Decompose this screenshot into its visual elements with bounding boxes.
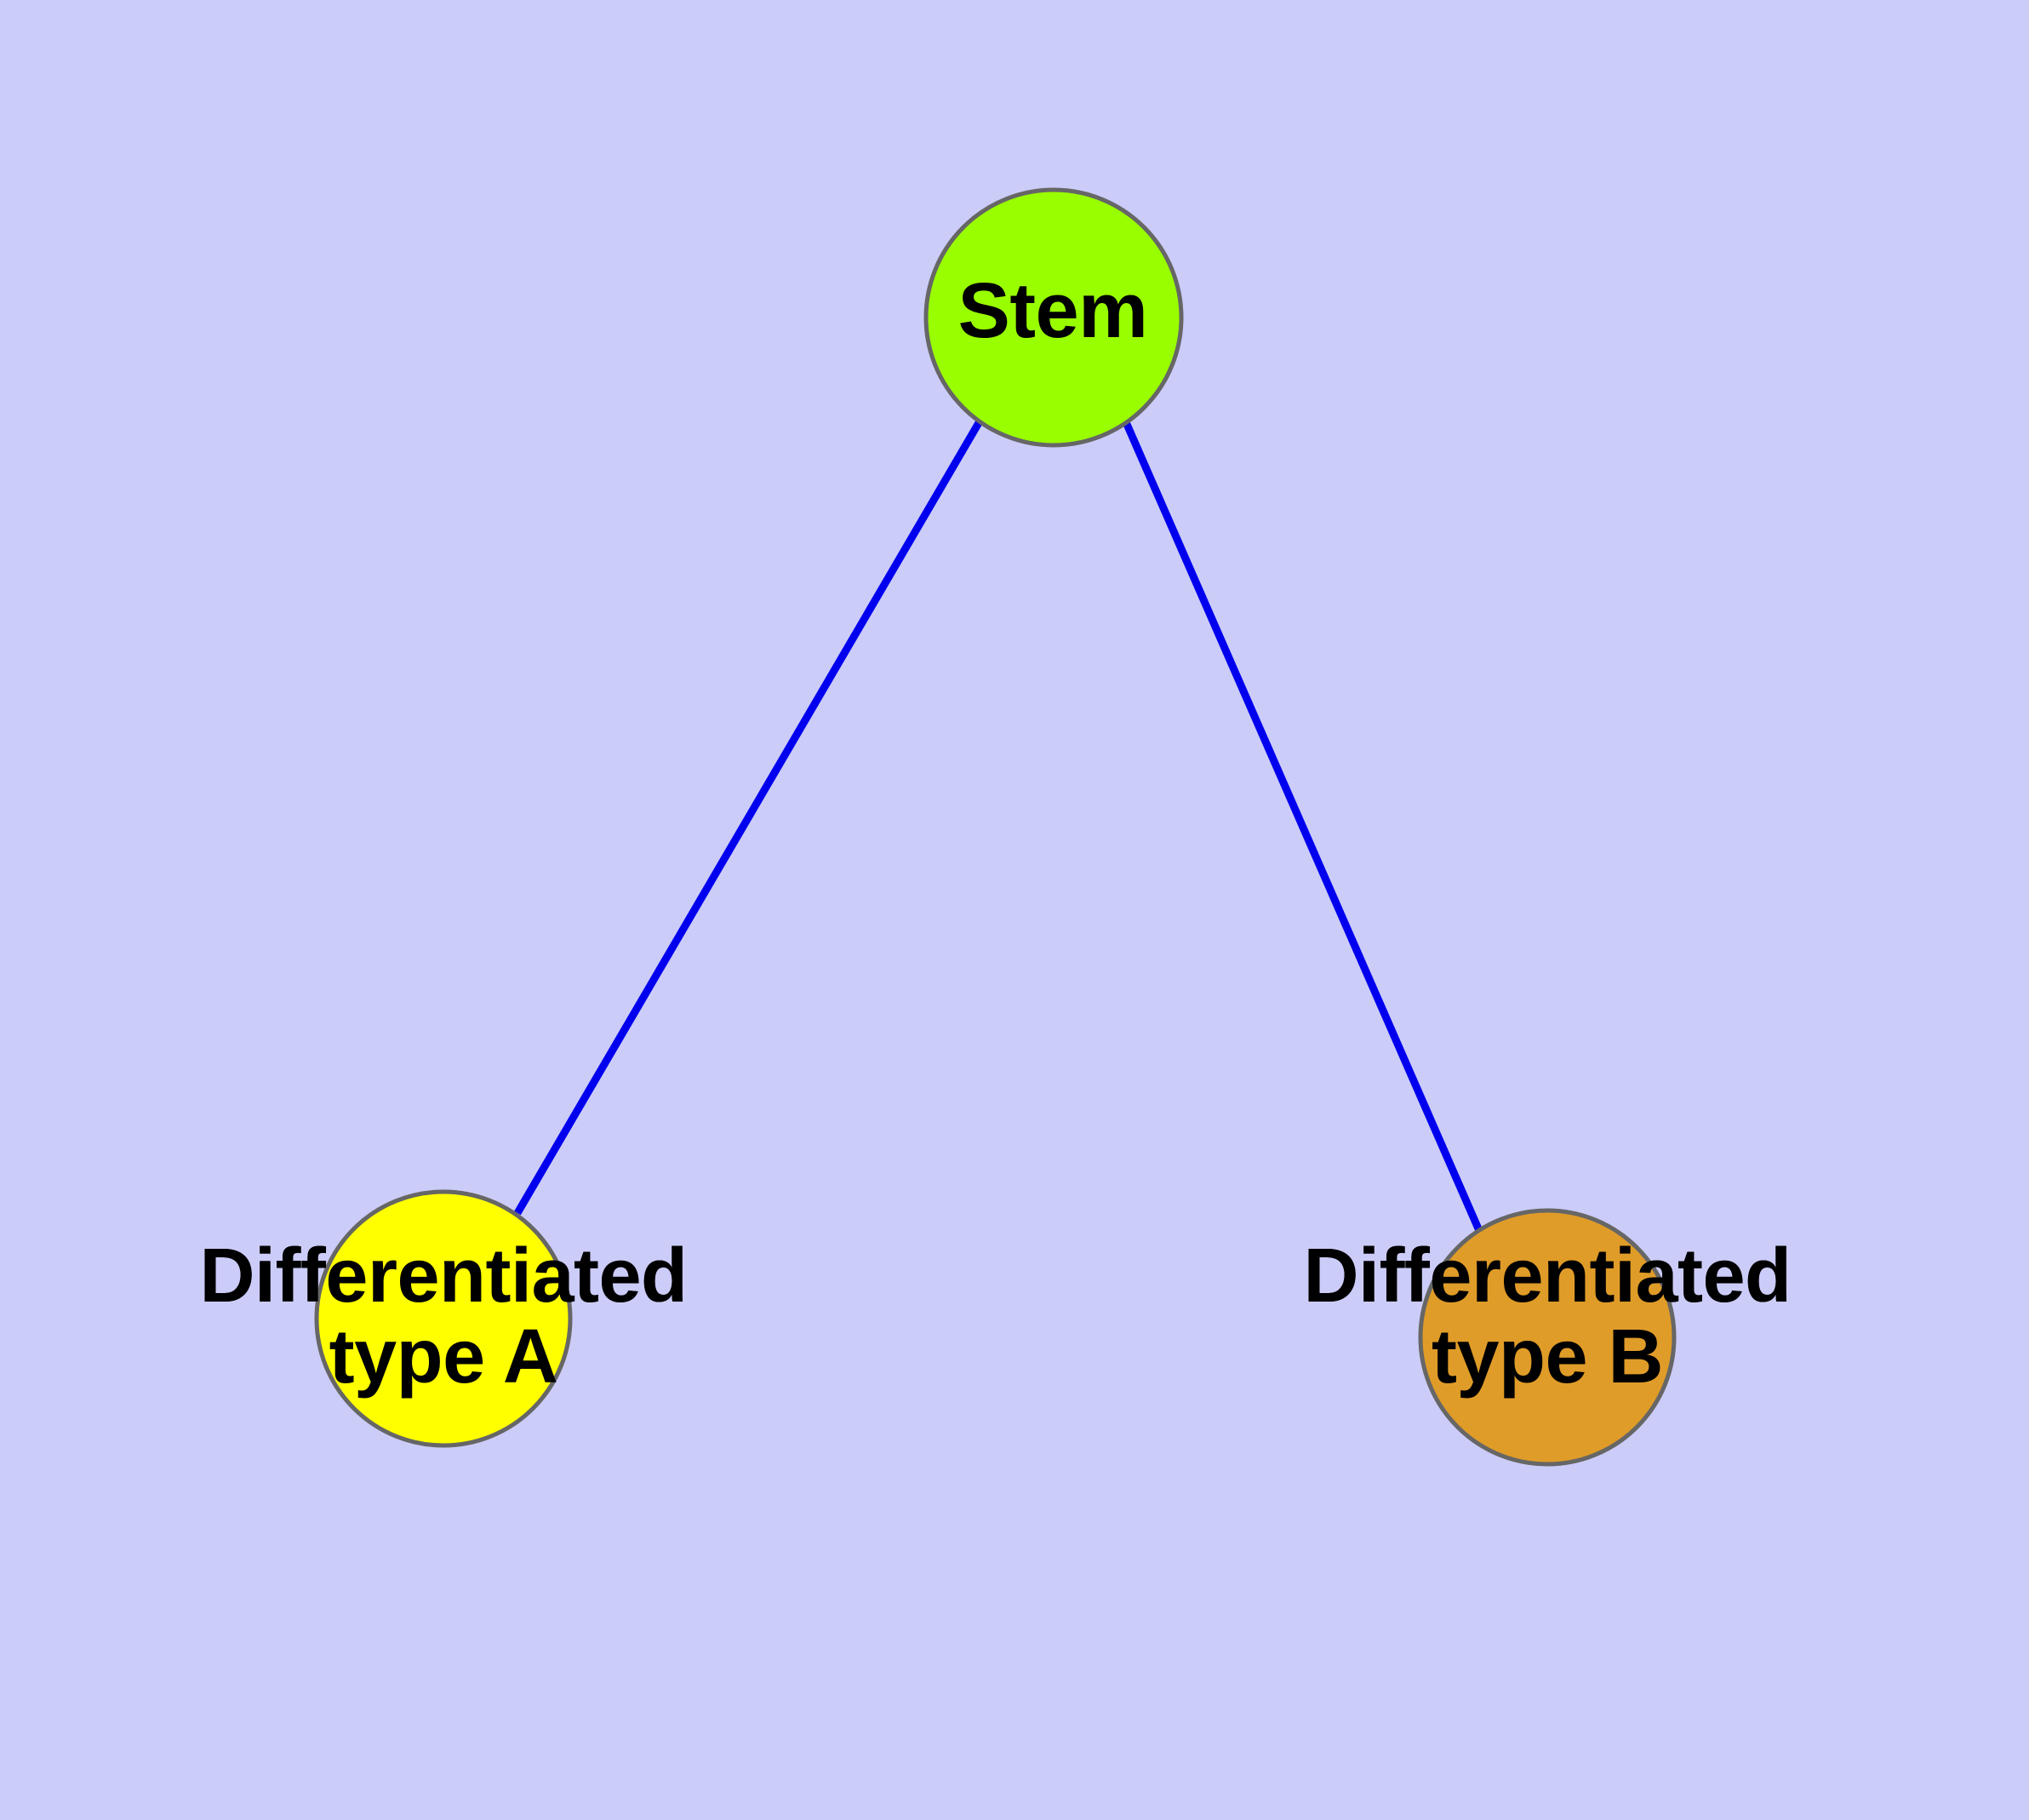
edge-stem-to-differentiated-type-b <box>1122 421 1484 1234</box>
node-circle-differentiated-type-b[interactable] <box>1418 1208 1677 1467</box>
node-circle-stem[interactable] <box>923 187 1184 448</box>
node-circle-differentiated-type-a[interactable] <box>314 1189 573 1448</box>
edge-layer <box>514 419 1484 1234</box>
edge-stem-to-differentiated-type-a <box>514 419 983 1216</box>
